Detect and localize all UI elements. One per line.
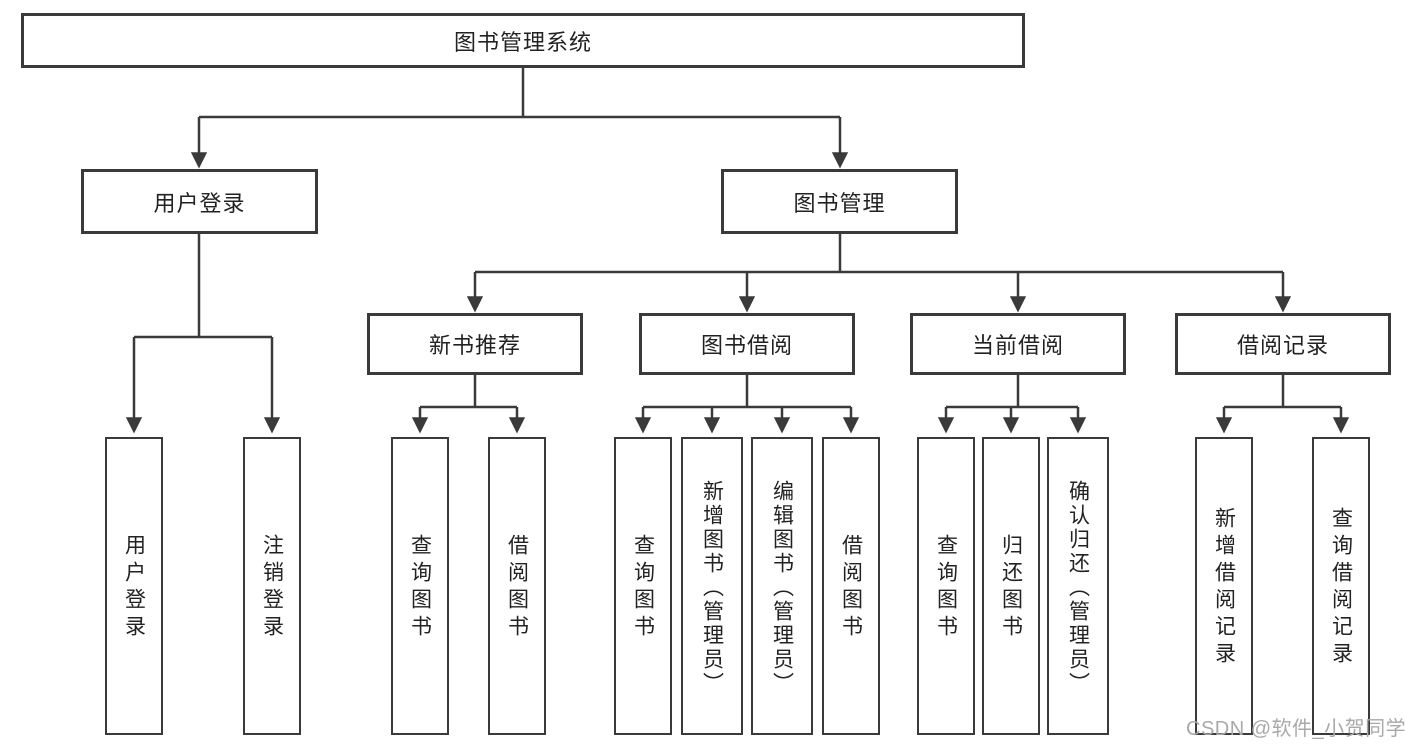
node-borrow-books-recommend: 借阅图书 <box>488 437 546 735</box>
node-query-borrow-record: 查询借阅记录 <box>1312 437 1370 735</box>
node-logout: 注销登录 <box>243 437 301 735</box>
node-query-books-borrow: 查询图书 <box>614 437 672 735</box>
node-add-borrow-record: 新增借阅记录 <box>1195 437 1253 735</box>
node-add-book-admin: 新增图书（管理员） <box>681 437 743 735</box>
node-user-login: 用户登录 <box>105 437 163 735</box>
node-edit-book-admin: 编辑图书（管理员） <box>751 437 813 735</box>
node-query-books-current: 查询图书 <box>917 437 975 735</box>
node-borrow-records: 借阅记录 <box>1175 313 1391 375</box>
node-borrow-books: 借阅图书 <box>822 437 880 735</box>
node-book-borrow: 图书借阅 <box>639 313 855 375</box>
node-book-management: 图书管理 <box>721 169 958 234</box>
node-current-borrow: 当前借阅 <box>910 313 1126 375</box>
node-new-book-recommend: 新书推荐 <box>367 313 583 375</box>
node-library-management-system: 图书管理系统 <box>21 13 1025 68</box>
csdn-watermark: CSDN @软件_小贺同学 <box>1186 718 1405 740</box>
node-return-book: 归还图书 <box>982 437 1040 735</box>
node-confirm-return-admin: 确认归还（管理员） <box>1047 437 1109 735</box>
node-user-login-group: 用户登录 <box>81 169 318 234</box>
node-query-books-recommend: 查询图书 <box>391 437 449 735</box>
